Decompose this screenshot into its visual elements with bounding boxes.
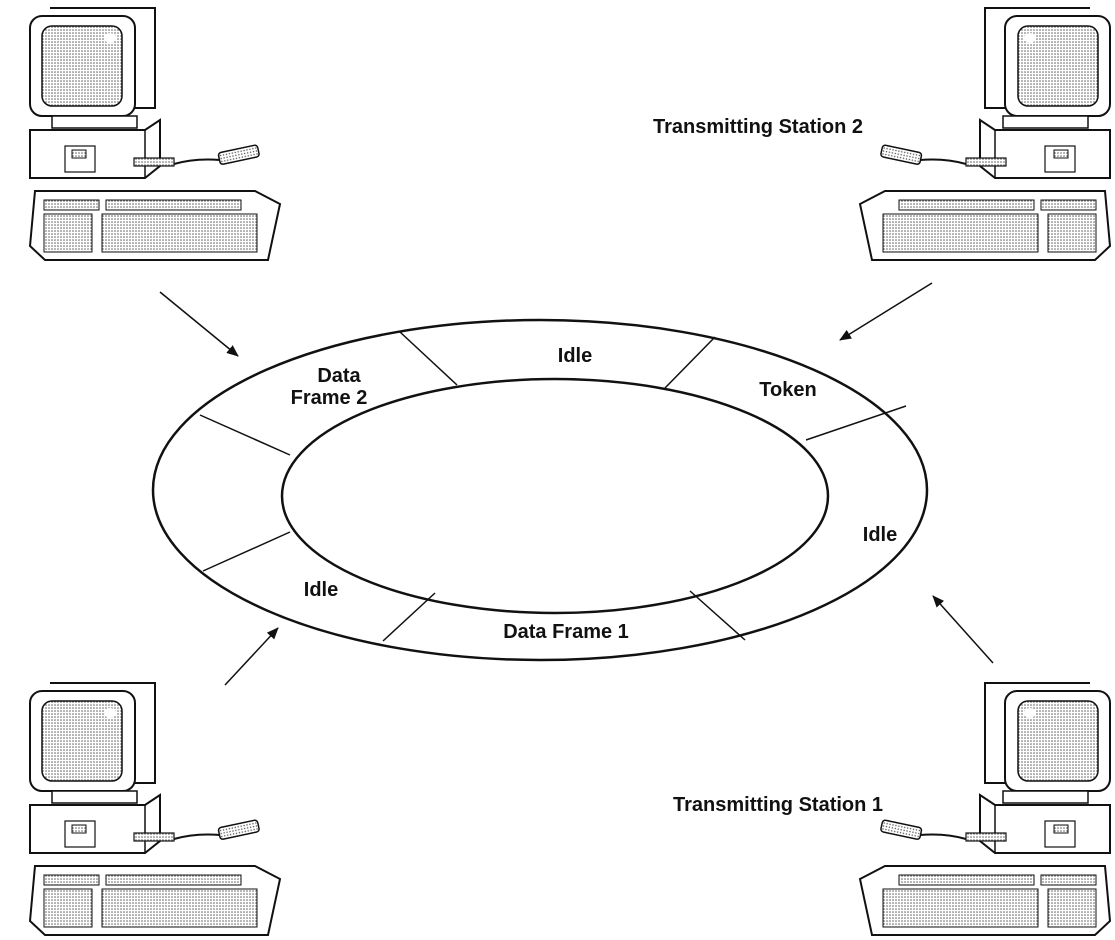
segment-label-data-frame-2-line2: Frame 2 xyxy=(291,387,368,409)
computer-icon-top-right xyxy=(859,7,1111,261)
arrow-bottom-right xyxy=(932,595,994,664)
arrow-top-left xyxy=(159,291,239,357)
ring-inner xyxy=(280,377,830,615)
arrow-top-right xyxy=(839,282,933,341)
segment-label-idle-bottom-left: Idle xyxy=(304,579,338,601)
segment-label-data-frame-1: Data Frame 1 xyxy=(503,621,629,643)
segment-label-data-frame-2-line1: Data xyxy=(317,365,361,387)
ring-dividers xyxy=(199,331,907,642)
computer-icon-top-left xyxy=(29,7,281,261)
computer-icon-bottom-left xyxy=(29,682,281,936)
computer-icon-bottom-right xyxy=(859,682,1111,936)
segment-label-idle-top: Idle xyxy=(558,345,592,367)
segment-label-idle-right: Idle xyxy=(863,524,897,546)
segment-label-token: Token xyxy=(759,379,816,401)
station-label-transmitting-2: Transmitting Station 2 xyxy=(653,116,864,138)
station-label-transmitting-1: Transmitting Station 1 xyxy=(673,794,884,816)
arrow-bottom-left xyxy=(224,627,279,686)
